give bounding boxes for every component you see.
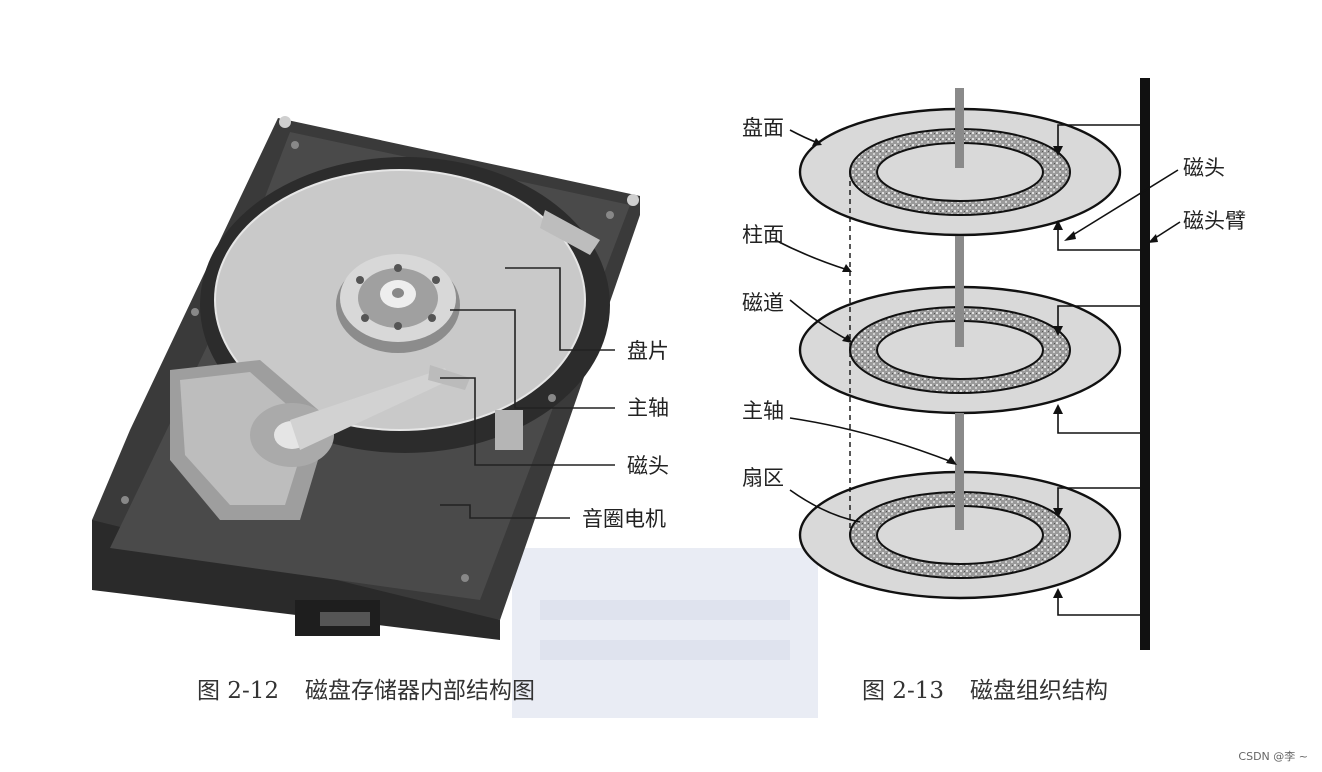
platter-2 [798,285,1122,415]
label-surface: 盘面 [742,116,784,140]
caption-right-text: 磁盘组织结构 [970,678,1108,704]
hard-disk-illustration [92,116,640,640]
label-platter: 盘片 [627,339,669,363]
label-right-head: 磁头 [1183,156,1225,180]
label-spindle: 主轴 [627,396,669,420]
caption-right-number: 图 2-13 [862,678,944,704]
background-watermark-block [512,548,818,718]
caption-left-number: 图 2-12 [197,678,279,704]
label-voice-coil-motor: 音圈电机 [582,507,666,531]
left-leader-lines [440,267,615,519]
head-arm-bar [1140,78,1150,650]
platter-3 [798,470,1122,600]
label-head-arm: 磁头臂 [1183,209,1246,233]
caption-left-text: 磁盘存储器内部结构图 [305,678,535,704]
csdn-watermark: CSDN @李 ~ [1238,750,1308,763]
label-sector: 扇区 [742,466,784,490]
disk-organization-diagram [798,78,1150,650]
label-right-spindle: 主轴 [742,399,784,423]
label-cylinder: 柱面 [742,223,784,247]
label-head: 磁头 [627,454,669,478]
platter-1 [798,88,1122,237]
label-track: 磁道 [742,291,784,315]
